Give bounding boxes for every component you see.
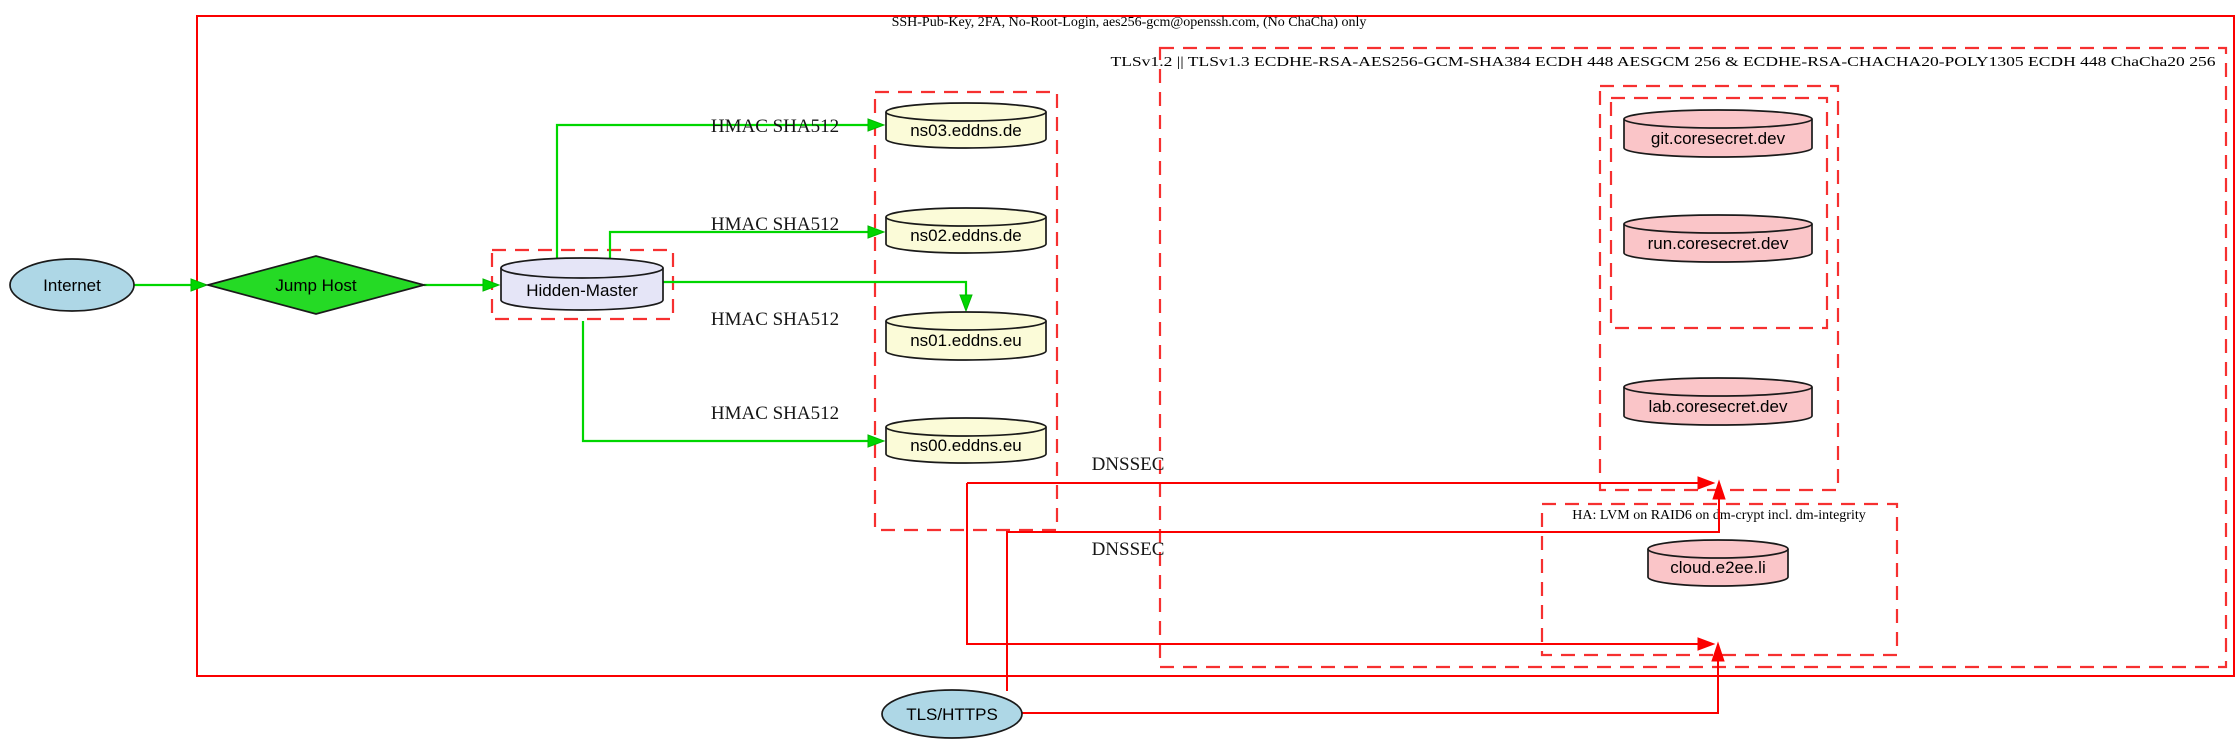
- arrowhead-up-icon: [1712, 479, 1726, 500]
- arrowhead-right-icon: [1697, 637, 1716, 651]
- edge-tls-to-ha-cluster: [1022, 641, 1725, 714]
- cylinder-lid: [1623, 118, 1813, 129]
- edge-label-dnssec-lower: DNSSEC: [1092, 539, 1165, 560]
- cylinder-lid: [1647, 548, 1789, 559]
- node-internet-label: Internet: [43, 276, 101, 295]
- arrowhead-right-icon: [867, 434, 886, 448]
- node-ns00: ns00.eddns.eu: [885, 417, 1047, 464]
- cylinder-lid: [885, 320, 1047, 331]
- cylinder-lid: [1623, 223, 1813, 234]
- node-internet: Internet: [9, 258, 135, 312]
- cylinder-lid: [885, 426, 1047, 437]
- edge-hiddenmaster-to-ns03: [555, 118, 886, 259]
- tls-cluster-label: TLSv1.2 || TLSv1.3 ECDHE-RSA-AES256-GCM-…: [1111, 55, 2216, 70]
- arrowhead-right-icon: [1697, 476, 1716, 490]
- node-ns03-label: ns03.eddns.de: [910, 121, 1022, 140]
- edge-label-hmac-ns00: HMAC SHA512: [711, 403, 839, 424]
- node-cloud-e2ee: cloud.e2ee.li: [1647, 539, 1789, 587]
- node-cloud-label: cloud.e2ee.li: [1670, 558, 1765, 577]
- cylinder-lid: [885, 216, 1047, 227]
- node-git-label: git.coresecret.dev: [1651, 129, 1786, 148]
- edge-tls-to-coresecret-cluster: [1006, 479, 1726, 691]
- node-run-label: run.coresecret.dev: [1648, 234, 1789, 253]
- node-tls-https: TLS/HTTPS: [881, 689, 1023, 739]
- arrowhead-right-icon: [190, 278, 209, 292]
- arrowhead-down-icon: [959, 294, 973, 313]
- arrowhead-right-icon: [867, 118, 886, 132]
- edge-label-dnssec-upper: DNSSEC: [1092, 454, 1165, 475]
- nameserver-cluster-box: [873, 90, 1059, 532]
- edge-label-hmac-ns03: HMAC SHA512: [711, 116, 839, 137]
- cylinder-lid: [885, 111, 1047, 122]
- node-jump-host-label: Jump Host: [275, 276, 357, 295]
- node-ns02: ns02.eddns.de: [885, 207, 1047, 254]
- node-hidden-master-label: Hidden-Master: [526, 281, 638, 300]
- node-tls-https-label: TLS/HTTPS: [906, 705, 998, 724]
- node-lab-label: lab.coresecret.dev: [1649, 397, 1788, 416]
- cylinder-lid: [1623, 386, 1813, 397]
- node-run-coresecret: run.coresecret.dev: [1623, 214, 1813, 263]
- arrowhead-up-icon: [1711, 641, 1725, 662]
- edge-jumphost-to-hiddenmaster: [424, 278, 501, 292]
- node-ns03: ns03.eddns.de: [885, 102, 1047, 149]
- tls-cluster-box: [1158, 46, 2228, 669]
- edge-hiddenmaster-to-ns01: [663, 280, 973, 313]
- node-ns02-label: ns02.eddns.de: [910, 226, 1022, 245]
- node-ns01: ns01.eddns.eu: [885, 311, 1047, 361]
- node-hidden-master: Hidden-Master: [500, 257, 664, 311]
- edge-label-hmac-ns01: HMAC SHA512: [711, 309, 839, 330]
- node-git-coresecret: git.coresecret.dev: [1623, 109, 1813, 158]
- node-lab-coresecret: lab.coresecret.dev: [1623, 377, 1813, 426]
- arrowhead-right-icon: [867, 225, 886, 239]
- edge-hiddenmaster-to-ns02: [608, 225, 886, 259]
- node-ns00-label: ns00.eddns.eu: [910, 436, 1022, 455]
- node-ns01-label: ns01.eddns.eu: [910, 331, 1022, 350]
- edge-dnssec-lower: [966, 483, 1716, 651]
- edge-internet-to-jumphost: [134, 278, 209, 292]
- edge-label-hmac-ns02: HMAC SHA512: [711, 214, 839, 235]
- edge-hiddenmaster-to-ns00: [581, 321, 886, 448]
- ssh-cluster-box: [196, 15, 2235, 677]
- coresecret-inner-cluster-box: [1609, 96, 1829, 330]
- node-jump-host: Jump Host: [204, 255, 428, 315]
- ssh-cluster-label: SSH-Pub-Key, 2FA, No-Root-Login, aes256-…: [892, 15, 1367, 30]
- edge-dnssec-upper: [967, 476, 1716, 490]
- cylinder-lid: [500, 267, 664, 279]
- arrowhead-right-icon: [482, 278, 501, 292]
